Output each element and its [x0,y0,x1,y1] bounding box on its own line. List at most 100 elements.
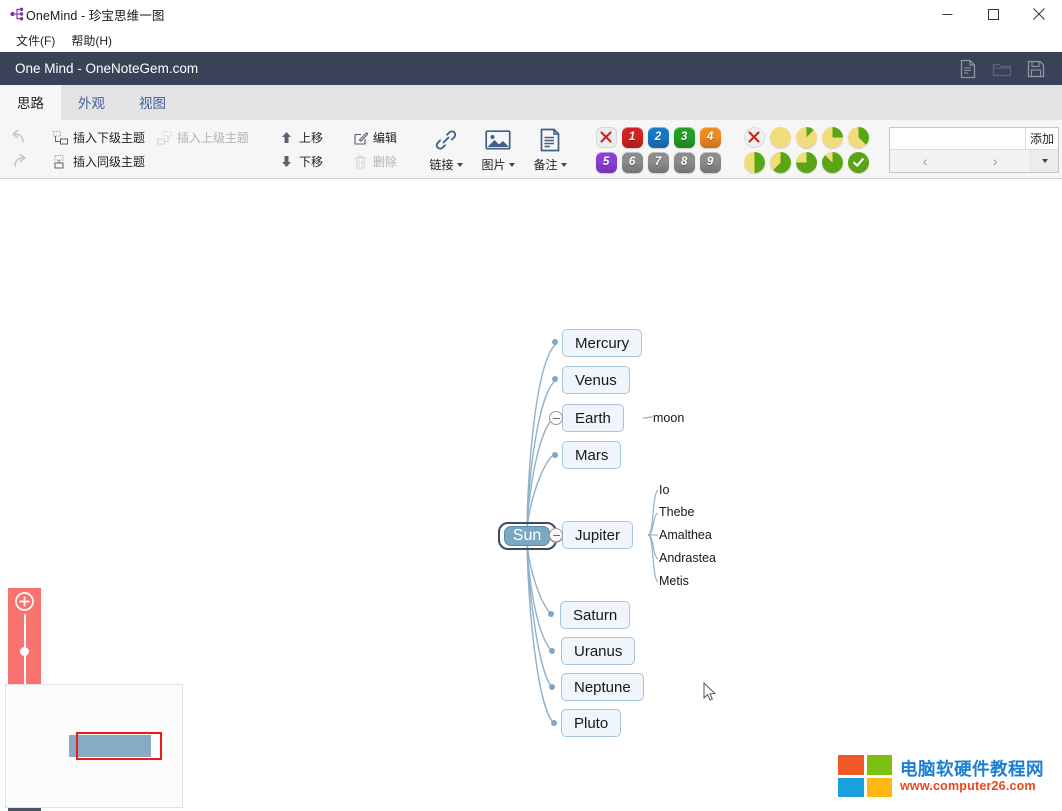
progress-50-icon[interactable] [743,151,765,173]
insert-sibling-topic-label: 插入同级主题 [73,155,146,169]
mindmap-leaf-andrastea[interactable]: Andrastea [659,551,716,565]
mindmap-icon [0,7,26,21]
mindmap-node-mars[interactable]: Mars [562,441,622,469]
priority-6-icon[interactable]: 6 [621,151,643,173]
open-folder-icon[interactable] [992,58,1012,80]
close-button[interactable] [1016,0,1062,28]
redo-button[interactable] [8,150,30,172]
edit-group: 编辑 删除 [340,120,410,179]
mindmap-leaf-io[interactable]: Io [659,483,670,497]
zoom-slider-knob[interactable] [20,647,29,657]
link-button[interactable]: 链接 [421,122,471,178]
progress-12-icon[interactable] [795,126,817,148]
link-icon [434,126,458,154]
delete-button[interactable]: 删除 [347,151,403,172]
watermark-line2: www.computer26.com [900,778,1036,793]
tag-add-row: 添加 [890,127,1059,150]
minimize-button[interactable] [924,0,970,28]
mindmap-node-mercury[interactable]: Mercury [562,329,643,357]
watermark-text: 电脑软硬件教程网 www.computer26.com [900,759,1044,794]
branch-dot [552,452,558,458]
mindmap-node-saturn[interactable]: Saturn [560,601,631,629]
mindmap-node-jupiter[interactable]: Jupiter [562,521,634,549]
mindmap-leaf-thebe[interactable]: Thebe [659,505,695,519]
maximize-button[interactable] [970,0,1016,28]
move-up-button[interactable]: 上移 [273,127,329,148]
tag-next-button[interactable]: › [992,152,998,169]
mindmap-node-pluto[interactable]: Pluto [561,709,622,737]
tag-dropdown-button[interactable] [1030,149,1059,172]
mindmap-node-venus[interactable]: Venus [562,366,630,394]
menu-help[interactable]: 帮助(H) [71,33,112,48]
tag-prev-button[interactable]: ‹ [922,152,928,169]
mindmap-node-sun[interactable]: Sun [504,526,550,546]
new-document-icon[interactable] [958,58,978,80]
priority-7-icon[interactable]: 7 [647,151,669,173]
tab-shiTu[interactable]: 视图 [139,96,166,111]
progress-0-icon[interactable] [769,126,791,148]
tag-nav-row: ‹ › [890,149,1059,172]
progress-none-icon[interactable] [743,126,765,148]
zoom-in-icon[interactable] [8,588,41,614]
mindmap-leaf-moon[interactable]: moon [653,411,685,425]
collapse-toggle-jupiter[interactable] [549,528,563,542]
priority-9-icon[interactable]: 9 [699,151,721,173]
edit-label: 编辑 [373,131,398,145]
progress-37-icon[interactable] [847,126,869,148]
mindmap-leaf-amalthea[interactable]: Amalthea [659,528,712,542]
progress-75-icon[interactable] [795,151,817,173]
priority-2-icon[interactable]: 2 [647,126,669,148]
edit-button[interactable]: 编辑 [347,127,403,148]
tag-add-box: 添加 ‹ › [889,126,1060,173]
move-group: 上移 下移 [266,120,336,179]
priority-8-icon[interactable]: 8 [673,151,695,173]
tag-add-button[interactable]: 添加 [1025,127,1059,149]
progress-62-icon[interactable] [769,151,791,173]
image-button[interactable]: 图片 [473,122,523,178]
save-icon[interactable] [1026,58,1046,80]
note-button-label-wrap: 备注 [534,156,567,173]
progress-87-icon[interactable] [821,151,843,173]
minimap-content [69,735,151,757]
mindmap-node-uranus[interactable]: Uranus [561,637,636,665]
arrow-down-icon [279,154,294,169]
image-button-label-wrap: 图片 [482,156,515,173]
progress-25-icon[interactable] [821,126,843,148]
tab-waiGuan[interactable]: 外观 [78,96,105,111]
window-controls [924,0,1062,28]
collapse-toggle-earth[interactable] [549,411,563,425]
tab-siLu[interactable]: 思路 [0,85,61,120]
minimap-viewport[interactable] [76,732,162,760]
ribbon-toolbar: 插入下级主题 插入上级主题 [0,120,1062,179]
move-down-button[interactable]: 下移 [273,151,329,172]
menu-file[interactable]: 文件(F) [16,33,56,48]
progress-100-icon[interactable] [847,151,869,173]
mindmap-leaf-metis[interactable]: Metis [659,574,689,588]
minimap-panel[interactable] [5,684,183,808]
insert-child-topic-icon [53,130,68,145]
zoom-slider[interactable] [8,614,41,707]
app-header-title: One Mind - OneNoteGem.com [15,61,199,76]
link-button-label-wrap: 链接 [430,156,463,173]
priority-1-icon[interactable]: 1 [621,126,643,148]
note-button[interactable]: 备注 [525,122,575,178]
insert-sibling-topic-icon [53,154,68,169]
insert-child-topic-button[interactable]: 插入下级主题 [47,127,151,148]
delete-label: 删除 [373,155,398,169]
mindmap-connectors [526,342,659,725]
priority-none-icon[interactable] [595,126,617,148]
mindmap-node-earth[interactable]: Earth [562,404,624,432]
insert-parent-topic-button[interactable]: 插入上级主题 [151,127,255,148]
insert-sibling-topic-button[interactable]: 插入同级主题 [47,151,255,172]
app-header-actions [958,52,1046,85]
priority-3-icon[interactable]: 3 [673,126,695,148]
edit-pencil-icon [353,130,368,145]
chevron-down-icon [508,162,515,167]
mindmap-node-neptune[interactable]: Neptune [561,673,644,701]
tag-input[interactable] [890,127,1026,149]
priority-4-icon[interactable]: 4 [699,126,721,148]
priority-5-icon[interactable]: 5 [595,151,617,173]
watermark: 电脑软硬件教程网 www.computer26.com [838,752,1054,800]
undo-button[interactable] [8,126,30,148]
